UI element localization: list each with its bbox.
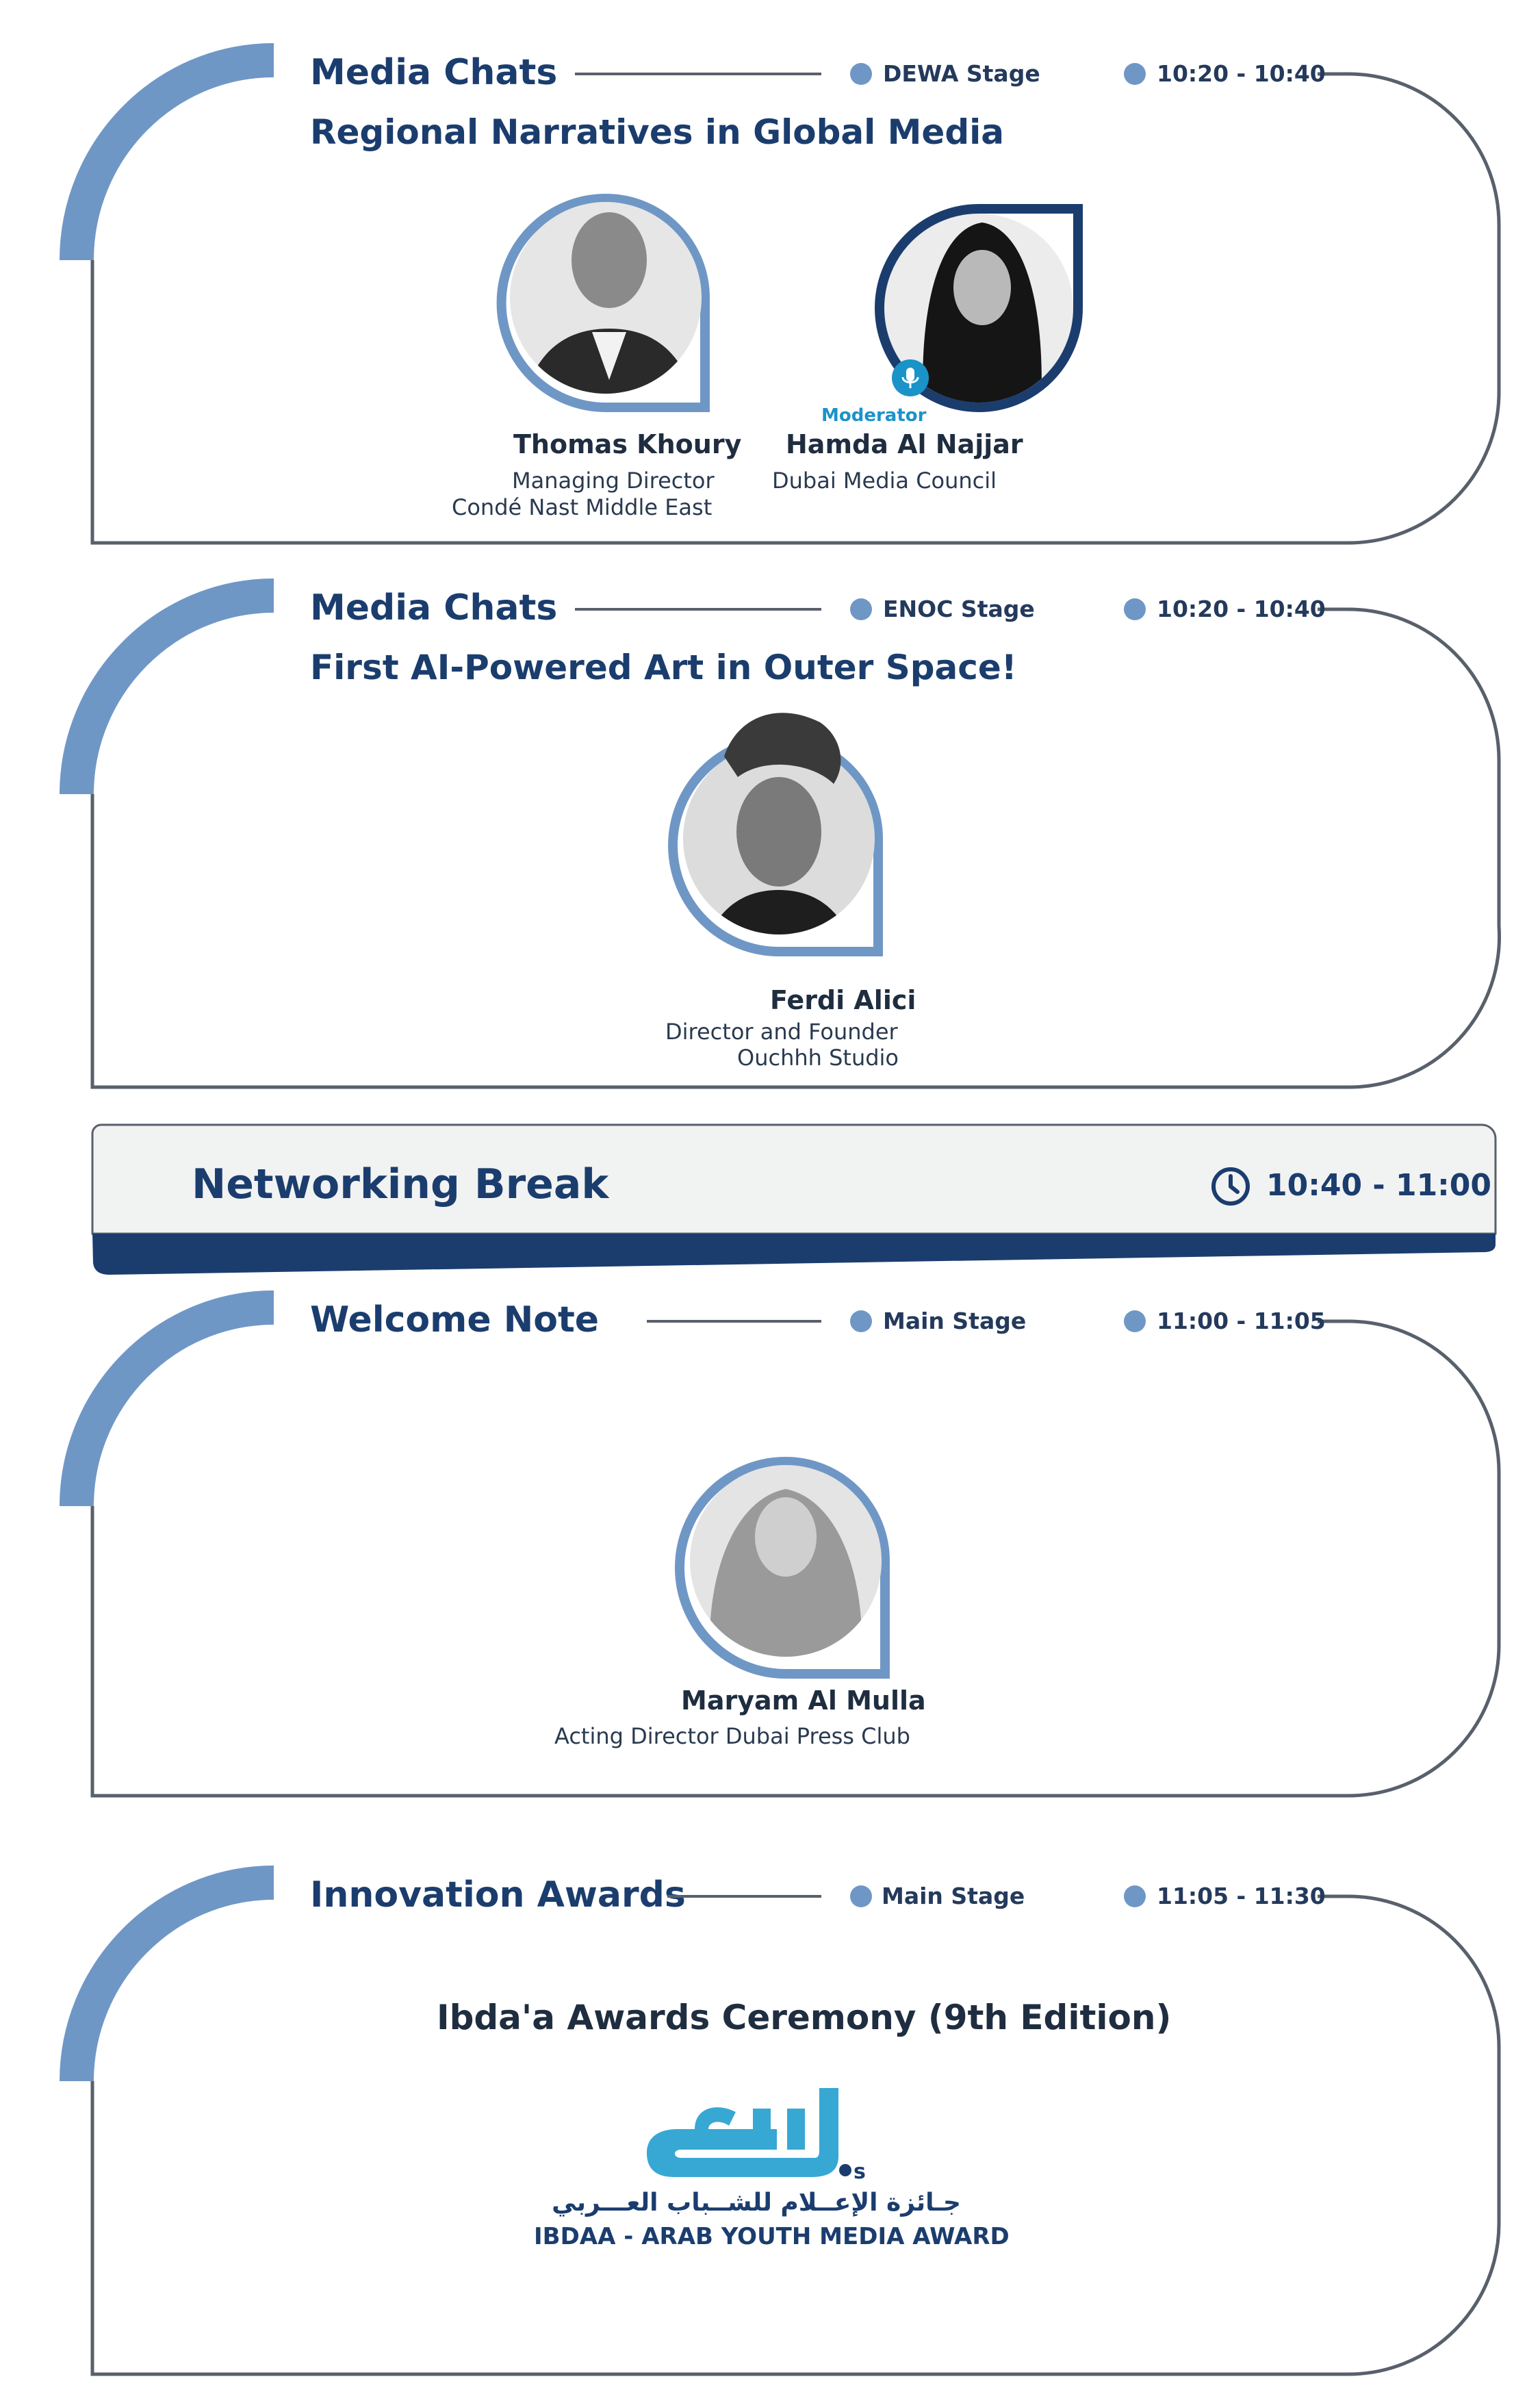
- logo-english-tagline: IBDAA - ARAB YOUTH MEDIA AWARD: [534, 2223, 1010, 2250]
- speaker-role: Director and Founder: [665, 1019, 898, 1045]
- time-dot-icon: [1124, 598, 1146, 620]
- svg-text:s: s: [854, 2160, 866, 2184]
- session-time: 11:00 - 11:05: [1157, 1308, 1326, 1334]
- session-time: 10:20 - 10:40: [1157, 60, 1326, 87]
- networking-break-time: 10:40 - 11:00: [1266, 1168, 1492, 1203]
- speaker-name: Thomas Khoury: [513, 429, 742, 459]
- session-card: Media Chats DEWA Stage 10:20 - 10:40 Reg…: [0, 0, 1540, 548]
- stage-dot-icon: [850, 63, 872, 85]
- stage-dot-icon: [850, 1885, 872, 1907]
- session-frame: [60, 1866, 1501, 2376]
- stage-dot-icon: [850, 1310, 872, 1332]
- microphone-icon: [892, 359, 929, 396]
- speaker-name: Hamda Al Najjar: [786, 429, 1023, 459]
- session-frame: [60, 578, 1501, 1089]
- divider-line: [575, 608, 821, 611]
- speaker-role: Acting Director Dubai Press Club: [554, 1723, 910, 1749]
- session-stage: DEWA Stage: [883, 60, 1040, 87]
- speaker-organization: Ouchhh Studio: [737, 1045, 899, 1071]
- session-category: Media Chats: [310, 52, 558, 93]
- session-frame: [60, 43, 1501, 545]
- speaker-photo: [675, 1456, 890, 1679]
- session-card: Innovation Awards Main Stage 11:05 - 11:…: [0, 1814, 1540, 2405]
- speaker-photo: [496, 193, 710, 412]
- speaker-name: Ferdi Alici: [770, 985, 916, 1015]
- divider-line: [575, 73, 821, 75]
- speaker-photo: [668, 713, 883, 956]
- session-time: 10:20 - 10:40: [1157, 596, 1326, 622]
- session-title: First AI-Powered Art in Outer Space!: [310, 648, 1017, 687]
- session-card: Media Chats ENOC Stage 10:20 - 10:40 Fir…: [0, 534, 1540, 1095]
- divider-line: [667, 1895, 821, 1898]
- session-title: Regional Narratives in Global Media: [310, 112, 1005, 152]
- session-category: Welcome Note: [310, 1299, 600, 1340]
- session-category: Innovation Awards: [310, 1874, 686, 1916]
- speaker-organization: Dubai Media Council: [772, 468, 997, 494]
- speaker-organization: Condé Nast Middle East: [452, 494, 713, 520]
- time-dot-icon: [1124, 1885, 1146, 1907]
- award-ceremony-title: Ibda'a Awards Ceremony (9th Edition): [437, 1998, 1172, 2037]
- networking-break-bar: [91, 1123, 1497, 1275]
- stage-dot-icon: [850, 598, 872, 620]
- networking-break-title: Networking Break: [192, 1160, 609, 1208]
- time-dot-icon: [1124, 63, 1146, 85]
- divider-line: [647, 1320, 821, 1323]
- session-stage: ENOC Stage: [883, 596, 1035, 622]
- speaker-role: Managing Director: [512, 468, 715, 494]
- session-time: 11:05 - 11:30: [1157, 1883, 1326, 1909]
- session-stage: Main Stage: [883, 1308, 1027, 1334]
- logo-arabic-tagline: جـائزة الإعــلام للشــباب العـــربي: [552, 2189, 961, 2217]
- time-dot-icon: [1124, 1310, 1146, 1332]
- moderator-badge: Moderator: [821, 405, 927, 426]
- ibdaa-logo: s: [647, 2088, 866, 2184]
- session-category: Media Chats: [310, 587, 558, 628]
- session-stage: Main Stage: [882, 1883, 1025, 1909]
- session-frame: [60, 1290, 1501, 1798]
- clock-icon: [1211, 1167, 1250, 1206]
- speaker-name: Maryam Al Mulla: [681, 1685, 926, 1716]
- session-card: Welcome Note Main Stage 11:00 - 11:05 Ma…: [0, 1239, 1540, 1807]
- speaker-photo: [875, 204, 1083, 413]
